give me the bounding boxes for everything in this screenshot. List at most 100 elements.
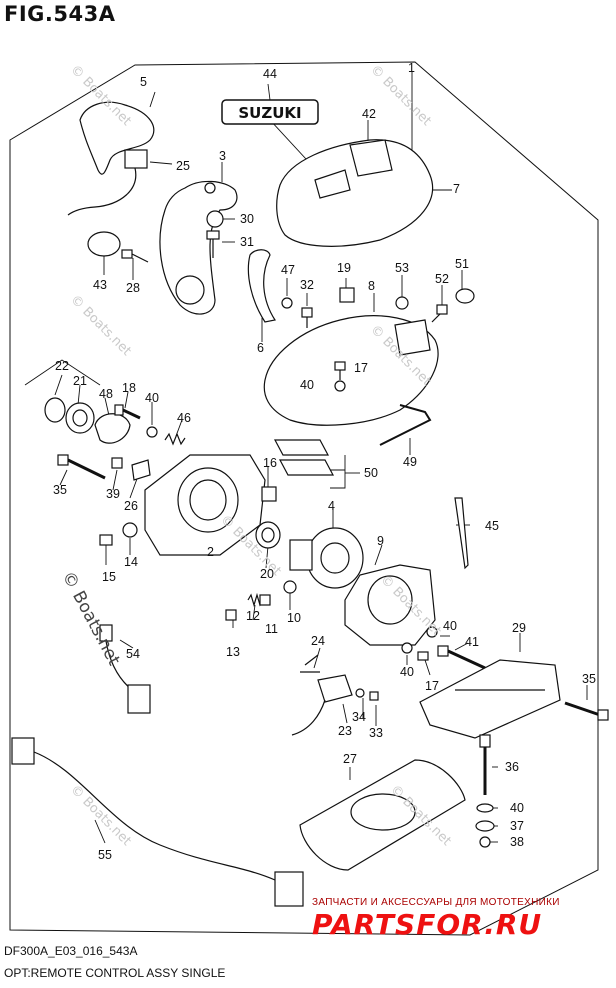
- part-clamp-51: [455, 288, 475, 304]
- part-spring-plate: [247, 249, 276, 323]
- part-number-label: 16: [263, 456, 277, 470]
- part-pads-50: [274, 439, 334, 476]
- part-number-label: 49: [403, 455, 417, 469]
- part-bracket-48: [94, 413, 131, 444]
- part-number-label: 47: [281, 263, 295, 277]
- part-number-label: 40: [510, 801, 524, 815]
- part-housing-9: [344, 564, 436, 646]
- part-harness-54: [99, 624, 151, 714]
- part-nut-38: [479, 836, 491, 848]
- part-number-label: 10: [287, 611, 301, 625]
- part-number-label: 28: [126, 281, 140, 295]
- part-number-label: 35: [582, 672, 596, 686]
- part-number-label: 2: [207, 545, 214, 559]
- part-number-label: 14: [124, 555, 138, 569]
- part-number-label: 23: [338, 724, 352, 738]
- part-number-label: 51: [455, 257, 469, 271]
- part-number-label: 44: [263, 67, 277, 81]
- part-number-label: 39: [106, 487, 120, 501]
- part-number-label: 12: [246, 609, 260, 623]
- part-screw-32: [301, 307, 313, 328]
- part-number-label: 48: [99, 387, 113, 401]
- part-screw-28: [121, 249, 149, 263]
- part-screw-52: [431, 304, 448, 323]
- part-snap-ring-22: [44, 397, 66, 423]
- assembly-boundary: [9, 61, 599, 936]
- part-number-label: 40: [400, 665, 414, 679]
- part-washer-47: [281, 297, 293, 309]
- leader-lines: [24, 72, 588, 844]
- part-number-label: 50: [364, 466, 378, 480]
- part-cap: [87, 231, 121, 257]
- part-number-label: 46: [177, 411, 191, 425]
- part-number-label: 30: [240, 212, 254, 226]
- part-number-label: 3: [219, 149, 226, 163]
- part-number-label: 31: [240, 235, 254, 249]
- part-number-label: 17: [354, 361, 368, 375]
- part-washer-30: [206, 210, 224, 228]
- part-rod-49: [379, 404, 432, 446]
- part-screw-17b: [417, 651, 429, 661]
- part-harness-connector: [67, 149, 148, 216]
- shop-logo: PARTSFOR.RU: [312, 908, 543, 941]
- part-number-label: 7: [453, 182, 460, 196]
- part-gasket-plate: [299, 759, 466, 871]
- part-bolt-41: [437, 645, 486, 670]
- part-number-label: 9: [377, 534, 384, 548]
- part-number-label: 32: [300, 278, 314, 292]
- part-screw-17a: [334, 361, 346, 380]
- part-number-label: 11: [265, 622, 278, 636]
- shop-tagline: ЗАПЧАСТИ И АКСЕССУАРЫ ДЛЯ МОТОТЕХНИКИ: [312, 897, 560, 908]
- part-top-cover: [276, 139, 434, 247]
- part-lower-housing: [263, 315, 439, 426]
- figure-description: OPT:REMOTE CONTROL ASSY SINGLE: [4, 966, 226, 980]
- figure-code: DF300A_E03_016_543A: [4, 944, 138, 958]
- part-number-label: 38: [510, 835, 524, 849]
- part-number-label: 37: [510, 819, 524, 833]
- part-number-callouts: 1234567891011121314151617171819202122232…: [53, 61, 596, 862]
- part-cable-tie: [454, 497, 469, 570]
- part-number-label: 54: [126, 647, 140, 661]
- part-washer-40d: [401, 642, 413, 654]
- part-bushing-20: [255, 521, 281, 549]
- part-number-label: 40: [145, 391, 159, 405]
- part-washer-40c: [426, 626, 438, 638]
- part-screw-18: [114, 404, 141, 420]
- part-number-label: 17: [425, 679, 439, 693]
- part-bolt-35b: [564, 701, 609, 721]
- part-number-label: 5: [140, 75, 147, 89]
- part-number-label: 1: [408, 61, 415, 75]
- part-mount-bracket: [419, 659, 561, 739]
- part-bolt-35a: [57, 454, 106, 480]
- part-number-label: 53: [395, 261, 409, 275]
- part-number-label: 36: [505, 760, 519, 774]
- part-number-label: 13: [226, 645, 240, 659]
- part-block-16: [261, 486, 277, 502]
- part-clip-13: [225, 609, 237, 621]
- part-number-label: 35: [53, 483, 67, 497]
- part-pin-10: [283, 580, 297, 594]
- part-number-label: 26: [124, 499, 138, 513]
- part-gear-4: [289, 527, 364, 589]
- part-number-label: 33: [369, 726, 383, 740]
- watermark-3: © Boats.net: [67, 292, 134, 359]
- part-number-label: 6: [257, 341, 264, 355]
- part-number-label: 45: [485, 519, 499, 533]
- part-screw-15: [99, 534, 113, 546]
- part-nut-53: [395, 296, 409, 310]
- part-number-label: 52: [435, 272, 449, 286]
- part-number-label: 42: [362, 107, 376, 121]
- part-pin-24: [300, 654, 320, 673]
- part-number-label: 29: [512, 621, 526, 635]
- part-screw-33: [369, 691, 379, 701]
- part-screw-39: [111, 457, 123, 469]
- part-number-label: 21: [73, 374, 87, 388]
- part-washer-40a: [334, 380, 346, 392]
- watermark-7: © Boats.net: [67, 782, 134, 849]
- watermark-2: © Boats.net: [367, 62, 434, 129]
- part-number-label: 4: [328, 499, 335, 513]
- part-brand-badge: SUZUKI: [221, 99, 319, 125]
- part-washer-40e: [476, 803, 494, 813]
- part-number-label: 18: [122, 381, 136, 395]
